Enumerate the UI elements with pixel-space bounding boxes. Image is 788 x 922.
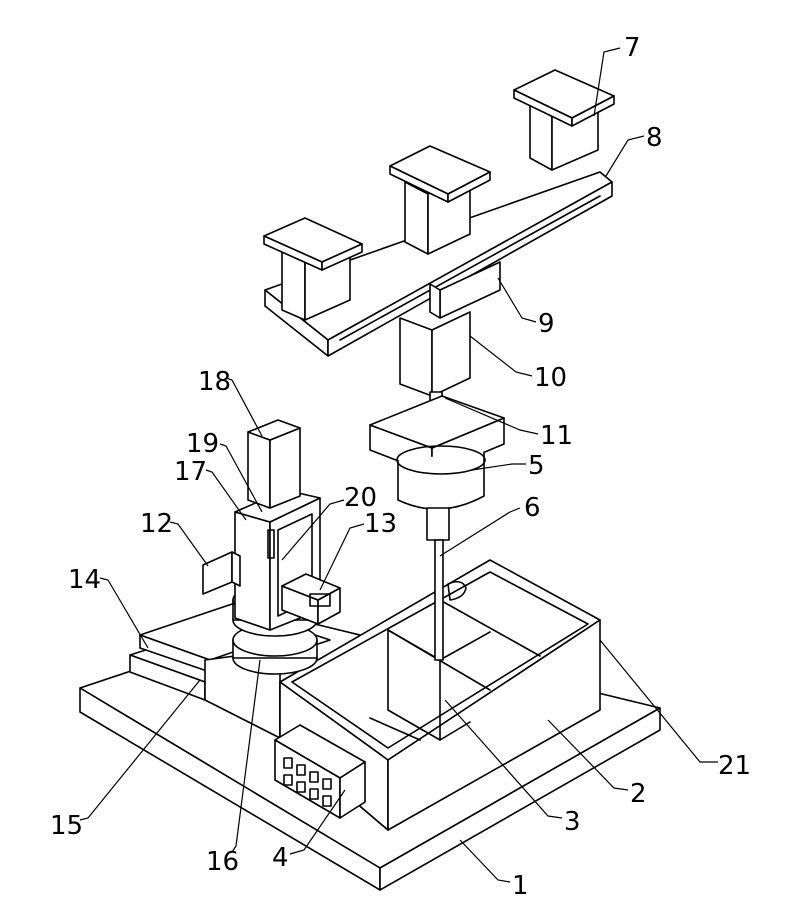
label-6: 6 — [524, 493, 541, 523]
label-12: 12 — [140, 509, 173, 539]
motor — [400, 312, 470, 396]
label-5: 5 — [528, 451, 545, 481]
label-15: 15 — [50, 811, 83, 841]
label-14: 14 — [68, 565, 101, 595]
label-21: 21 — [718, 751, 751, 781]
label-2: 2 — [630, 779, 647, 809]
label-13: 13 — [364, 509, 397, 539]
label-4: 4 — [272, 843, 289, 873]
label-19: 19 — [186, 429, 219, 459]
label-17: 17 — [174, 457, 207, 487]
label-10: 10 — [534, 363, 567, 393]
label-11: 11 — [540, 421, 573, 451]
label-1: 1 — [512, 871, 529, 901]
label-3: 3 — [564, 807, 581, 837]
label-7: 7 — [624, 33, 641, 63]
label-8: 8 — [646, 123, 663, 153]
label-18: 18 — [198, 367, 231, 397]
label-16: 16 — [206, 847, 239, 877]
vertical-rod — [248, 420, 300, 508]
label-9: 9 — [538, 309, 555, 339]
